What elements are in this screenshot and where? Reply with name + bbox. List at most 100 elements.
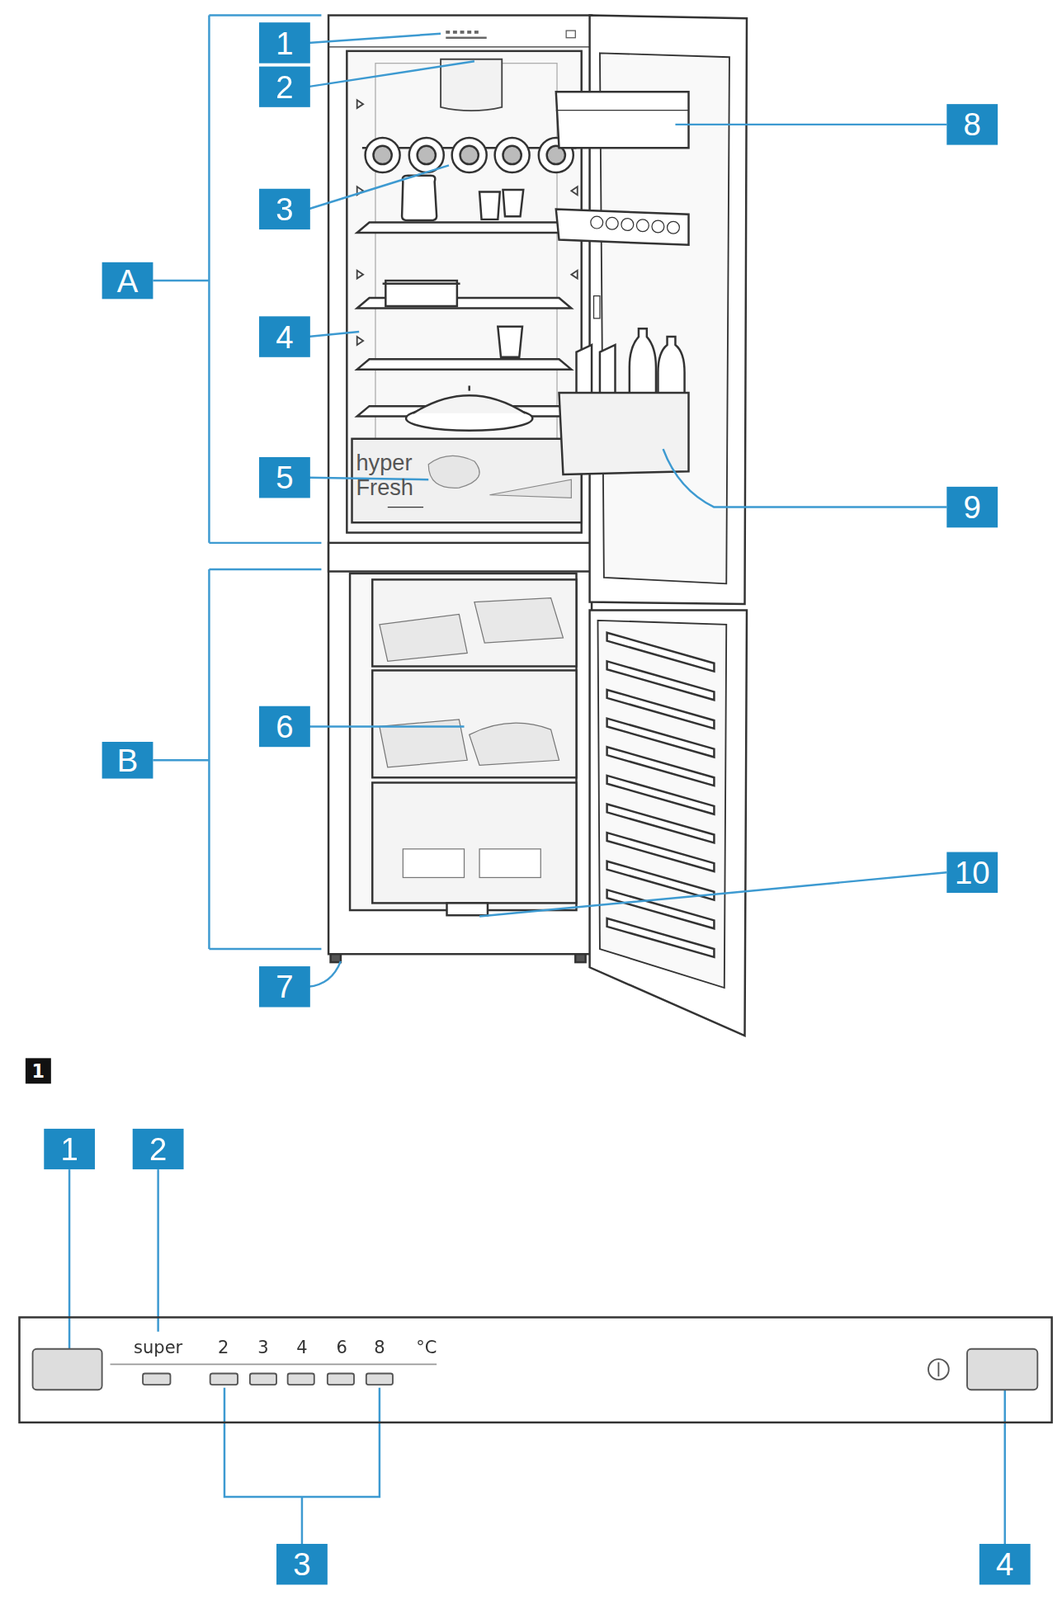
zone-letter: A xyxy=(102,262,154,300)
freezer-drawers xyxy=(372,579,576,666)
freezer-door xyxy=(607,918,715,958)
panel-controls xyxy=(142,1373,170,1385)
fridge-door xyxy=(556,15,747,605)
wall-clips xyxy=(357,336,364,345)
food-items xyxy=(401,175,437,221)
wine-rack xyxy=(503,146,522,165)
leader-lines xyxy=(307,61,475,87)
wine-rack xyxy=(372,146,392,165)
freezer-drawers xyxy=(447,902,488,916)
fridge-cabinet xyxy=(349,573,576,911)
panel-controls xyxy=(287,1373,315,1385)
leader-lines xyxy=(307,961,341,987)
control-panel: super23468°C xyxy=(18,1316,1053,1424)
drawer-print: hyper xyxy=(355,452,412,475)
leader-lines xyxy=(674,123,947,126)
wine-rack xyxy=(495,137,530,173)
panel-controls xyxy=(937,1362,940,1377)
food-items xyxy=(479,191,501,219)
panel-controls xyxy=(928,1359,949,1380)
fridge-door xyxy=(667,221,680,234)
freezer-drawers xyxy=(372,670,576,778)
callout-number: 2 xyxy=(259,66,311,107)
wall-clips xyxy=(571,186,577,195)
fridge-door xyxy=(621,218,634,232)
crisper-drawer xyxy=(387,506,424,508)
freezer-drawers xyxy=(474,598,564,643)
crisper-drawer xyxy=(428,455,480,488)
wine-rack xyxy=(409,137,444,173)
crisper-drawer xyxy=(489,479,572,498)
food-items xyxy=(467,385,470,391)
leader-lines xyxy=(307,33,441,43)
panel-text: super xyxy=(122,1338,194,1356)
fridge-cabinet xyxy=(328,15,592,955)
leader-lines xyxy=(307,331,359,337)
control-strip xyxy=(474,30,479,34)
fridge-door xyxy=(556,109,690,111)
panel-text: 2 xyxy=(187,1338,260,1356)
panel-controls xyxy=(967,1349,1038,1390)
interior-light xyxy=(440,59,502,111)
wall-clips xyxy=(357,99,578,345)
wine-rack xyxy=(362,137,577,173)
leader-lines xyxy=(152,569,321,949)
freezer-door xyxy=(597,620,727,988)
fridge-door xyxy=(556,91,690,148)
panel-text: 8 xyxy=(344,1338,416,1356)
fridge-door xyxy=(651,220,665,233)
control-strip xyxy=(445,37,487,39)
callout-number: 1 xyxy=(43,1128,95,1170)
callout-number: 3 xyxy=(276,1543,328,1585)
wall-clips xyxy=(357,99,364,109)
food-items xyxy=(382,283,461,285)
fridge-door xyxy=(556,209,690,246)
panel-text: 3 xyxy=(227,1338,300,1356)
control-strip xyxy=(467,30,472,34)
panel-controls xyxy=(250,1373,277,1385)
wall-clips xyxy=(357,270,364,279)
freezer-drawers xyxy=(402,849,464,878)
panel-text: 4 xyxy=(266,1338,339,1356)
freezer-drawers xyxy=(479,849,541,878)
shelves xyxy=(357,222,572,417)
callout-number: 1 xyxy=(259,22,311,63)
wine-rack xyxy=(365,137,401,173)
freezer-door xyxy=(590,609,747,1036)
shelves xyxy=(357,358,572,369)
callout-number: 10 xyxy=(946,852,998,893)
callout-number: 9 xyxy=(946,486,998,528)
food-items xyxy=(382,175,534,431)
figure-number: 1 xyxy=(25,1057,52,1084)
freezer-drawers xyxy=(372,579,576,916)
drawer-print: Fresh xyxy=(355,476,414,499)
fridge-cabinet xyxy=(328,46,592,48)
control-strip xyxy=(445,30,450,34)
crisper-drawer xyxy=(352,438,582,523)
interior-light xyxy=(440,59,502,111)
freezer-door xyxy=(590,609,747,1036)
fridge-door xyxy=(594,296,600,319)
control-strip xyxy=(566,30,576,38)
panel-text: 6 xyxy=(306,1338,378,1356)
panel-text: °C xyxy=(391,1338,463,1356)
leader-lines xyxy=(224,1387,380,1544)
leader-lines xyxy=(479,872,947,916)
control-strip xyxy=(453,30,458,34)
freezer-drawers xyxy=(379,613,468,661)
leader-lines xyxy=(307,725,464,727)
fridge-door xyxy=(636,219,649,232)
panel-controls xyxy=(210,1373,238,1385)
fridge-cabinet xyxy=(328,542,592,572)
panel-controls xyxy=(327,1373,354,1385)
fridge-door xyxy=(590,216,604,229)
panel-controls xyxy=(366,1373,393,1385)
control-strip xyxy=(460,30,465,34)
leader-lines xyxy=(69,15,1006,1544)
fridge-cabinet xyxy=(346,51,581,534)
callout-number: 6 xyxy=(259,706,311,747)
leader-lines xyxy=(1004,1372,1006,1544)
callout-number: 4 xyxy=(979,1543,1031,1585)
